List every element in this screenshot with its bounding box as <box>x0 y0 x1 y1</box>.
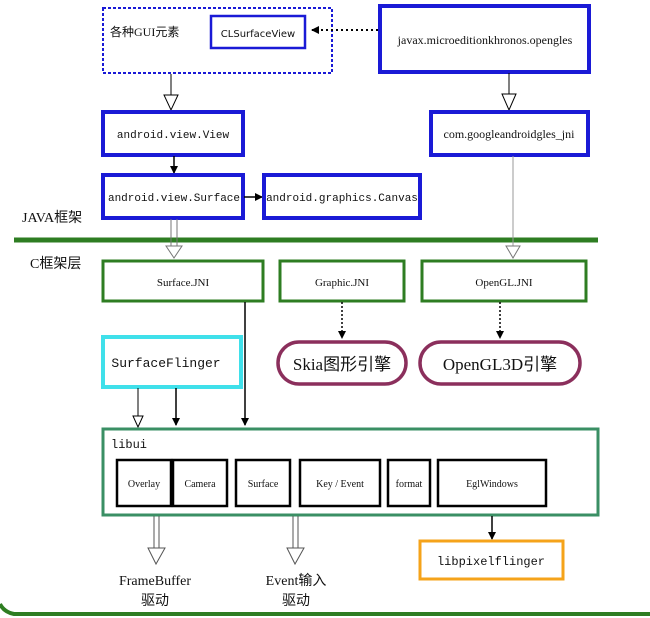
surface-jni-box <box>101 259 265 303</box>
libui-module-eglwindows-box <box>436 458 548 508</box>
libui-module-overlay-label: Overlay <box>128 479 160 490</box>
graphic-jni-box <box>278 259 406 303</box>
libui-module-key-event-box <box>298 458 382 508</box>
khronos-to-glesjni-arrow <box>501 73 517 112</box>
surfaceflinger-box <box>101 335 243 389</box>
surface-to-surfacejni-arrow <box>165 219 183 259</box>
bottom-divider <box>0 603 650 616</box>
libui-to-event-arrow <box>286 516 305 566</box>
skia-engine-label: Skia图形引擎 <box>293 355 391 374</box>
opengl-jni-label: OpenGL.JNI <box>475 277 532 289</box>
libui-module-camera-label: Camera <box>184 479 216 490</box>
android-canvas-box <box>262 173 422 220</box>
clsurfaceview-label: CLSurfaceView <box>221 29 295 40</box>
gles-jni-label: com.googleandroidgles_jni <box>444 127 576 141</box>
framebuffer-driver-label-line2: 驱动 <box>141 593 169 609</box>
libui-modules: Overlay Camera Surface Key / Event format Egl… <box>115 458 548 508</box>
opengl-jni-box <box>420 259 588 303</box>
android-view-label: android.view.View <box>117 130 230 142</box>
framebuffer-driver-label: FrameBuffer <box>119 574 191 589</box>
c-layer-label: C框架层 <box>30 256 81 272</box>
android-surface-box <box>101 173 245 220</box>
android-canvas-label: android.graphics.Canvas <box>266 193 418 205</box>
libui-module-surface-label: Surface <box>248 479 279 490</box>
event-driver-label-line2: 驱动 <box>282 593 310 609</box>
gui-elements-label: 各种GUI元素 <box>110 24 179 39</box>
event-driver-label: Event输入 <box>266 573 327 589</box>
opengl3d-engine-label: OpenGL3D引擎 <box>443 355 557 374</box>
surfaceflinger-to-libui-hollow-arrow <box>132 388 144 429</box>
glesjni-to-opengljni-arrow <box>505 156 521 259</box>
skia-engine-pill <box>276 340 408 386</box>
clsurfaceview-box <box>209 14 307 50</box>
libui-module-eglwindows-label: EglWindows <box>466 479 518 490</box>
libui-to-framebuffer-arrow <box>147 516 166 566</box>
libui-module-overlay-box <box>115 458 173 508</box>
surfaceflinger-label: SurfaceFlinger <box>111 356 220 371</box>
libui-module-format-box <box>386 458 432 508</box>
android-surface-label: android.view.Surface <box>108 193 240 205</box>
khronos-label: javax.microeditionkhronos.opengles <box>397 33 573 47</box>
libpixelflinger-label: libpixelflinger <box>437 555 545 569</box>
gui-to-view-arrow <box>163 74 179 112</box>
libui-module-key-event-label: Key / Event <box>316 479 364 490</box>
libui-module-surface-box <box>234 458 292 508</box>
libpixelflinger-box <box>418 539 565 581</box>
gles-jni-box <box>429 110 590 157</box>
surface-jni-label: Surface.JNI <box>157 277 210 289</box>
libui-label: libui <box>111 438 147 452</box>
khronos-box <box>378 4 591 74</box>
android-view-box <box>101 110 245 157</box>
libui-module-camera-box <box>171 458 229 508</box>
graphic-jni-label: Graphic.JNI <box>315 277 369 289</box>
java-layer-label: JAVA框架 <box>22 210 82 226</box>
opengl3d-engine-pill <box>418 340 582 386</box>
libui-module-format-label: format <box>396 479 423 490</box>
